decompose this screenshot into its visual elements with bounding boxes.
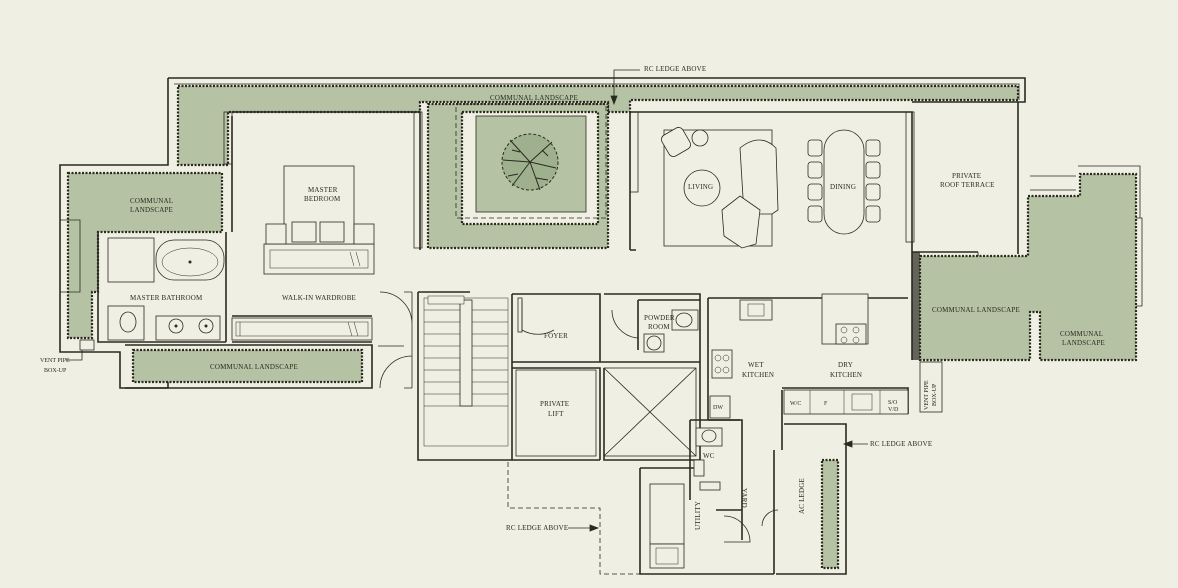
label-private-lift-1: PRIVATE bbox=[540, 400, 569, 408]
tree-icon bbox=[501, 133, 559, 191]
right-hatch bbox=[912, 252, 920, 360]
label-dry-kitchen-1: DRY bbox=[838, 361, 853, 369]
living-window-2 bbox=[905, 111, 915, 243]
label-dry-kitchen-2: KITCHEN bbox=[830, 371, 862, 379]
master-bed bbox=[263, 165, 375, 275]
stairs bbox=[423, 295, 509, 447]
entry-door bbox=[378, 291, 413, 389]
window-left-top bbox=[223, 111, 233, 165]
label-dining: DINING bbox=[830, 183, 856, 191]
label-powder-room-2: ROOM bbox=[648, 323, 670, 331]
label-private-roof-terrace-2: ROOF TERRACE bbox=[940, 181, 995, 189]
living-furniture bbox=[661, 127, 779, 249]
label-wc: WC bbox=[703, 452, 715, 460]
rc-ledge-dash bbox=[507, 462, 640, 575]
foyer-frame bbox=[517, 297, 523, 333]
label-communal-right-center: COMMUNAL LANDSCAPE bbox=[932, 306, 1020, 314]
wc-fixtures bbox=[649, 427, 779, 569]
dining-furniture bbox=[807, 129, 881, 235]
planter-top bbox=[176, 84, 1020, 167]
label-wet-kitchen-2: KITCHEN bbox=[742, 371, 774, 379]
wardrobe bbox=[231, 317, 373, 341]
terrace-walls bbox=[912, 96, 1026, 254]
label-yard: YARD bbox=[740, 488, 748, 508]
label-master-bedroom-2: BEDROOM bbox=[304, 195, 341, 203]
label-sv-1: S/O bbox=[888, 400, 898, 406]
vent-right-box bbox=[919, 361, 943, 413]
label-vent-right-1: VENT PIPE bbox=[924, 380, 930, 410]
label-wet-kitchen-1: WET bbox=[748, 361, 764, 369]
planter-bottom-left bbox=[131, 348, 364, 384]
label-private-lift-2: LIFT bbox=[548, 410, 564, 418]
label-communal-left-1: COMMUNAL bbox=[130, 197, 173, 205]
label-utility: UTILITY bbox=[694, 501, 702, 530]
label-vent-left-1: VENT PIPE bbox=[40, 358, 70, 364]
bottom-ledge bbox=[125, 344, 373, 389]
lift-shaft bbox=[515, 367, 697, 457]
left-bay bbox=[60, 219, 81, 293]
label-wc-cab: W/C bbox=[790, 401, 801, 407]
label-vent-left-2: BOX-UP bbox=[44, 368, 67, 374]
courtyard-dash bbox=[455, 103, 607, 219]
label-dw: DW bbox=[713, 405, 723, 411]
label-master-bathroom: MASTER BATHROOM bbox=[130, 294, 203, 302]
kitchen-fixtures bbox=[709, 293, 909, 419]
label-ac-ledge: AC LEDGE bbox=[798, 478, 806, 514]
label-living: LIVING bbox=[688, 183, 713, 191]
planter-right bbox=[918, 172, 1138, 362]
label-walk-in-wardrobe: WALK-IN WARDROBE bbox=[282, 294, 356, 302]
label-communal-right-2: LANDSCAPE bbox=[1062, 339, 1105, 347]
label-communal-right-1: COMMUNAL bbox=[1060, 330, 1103, 338]
right-bays bbox=[1030, 165, 1143, 307]
label-fridge: F bbox=[824, 401, 828, 407]
kitchen-walls bbox=[707, 297, 909, 450]
planter-ac-ledge bbox=[820, 458, 840, 570]
foyer-door bbox=[521, 300, 555, 335]
label-sv-2: V/D bbox=[888, 407, 899, 413]
label-private-roof-terrace-1: PRIVATE bbox=[952, 172, 981, 180]
label-rc-ledge-top: RC LEDGE ABOVE bbox=[644, 65, 706, 73]
living-window bbox=[629, 111, 639, 193]
label-foyer: FOYER bbox=[544, 332, 568, 340]
label-master-bedroom-1: MASTER bbox=[308, 186, 338, 194]
label-communal-left-2: LANDSCAPE bbox=[130, 206, 173, 214]
leaders bbox=[66, 69, 868, 532]
label-rc-ledge-bottom: RC LEDGE ABOVE bbox=[506, 524, 568, 532]
window-bed bbox=[413, 111, 423, 249]
label-vent-right-2: BOX-UP bbox=[932, 383, 938, 406]
master-bathroom-fixtures bbox=[107, 237, 225, 341]
label-communal-top: COMMUNAL LANDSCAPE bbox=[490, 94, 578, 102]
label-communal-bottom: COMMUNAL LANDSCAPE bbox=[210, 363, 298, 371]
powder-room bbox=[611, 299, 700, 353]
label-powder-room-1: POWDER bbox=[644, 314, 675, 322]
label-rc-ledge-right: RC LEDGE ABOVE bbox=[870, 440, 932, 448]
